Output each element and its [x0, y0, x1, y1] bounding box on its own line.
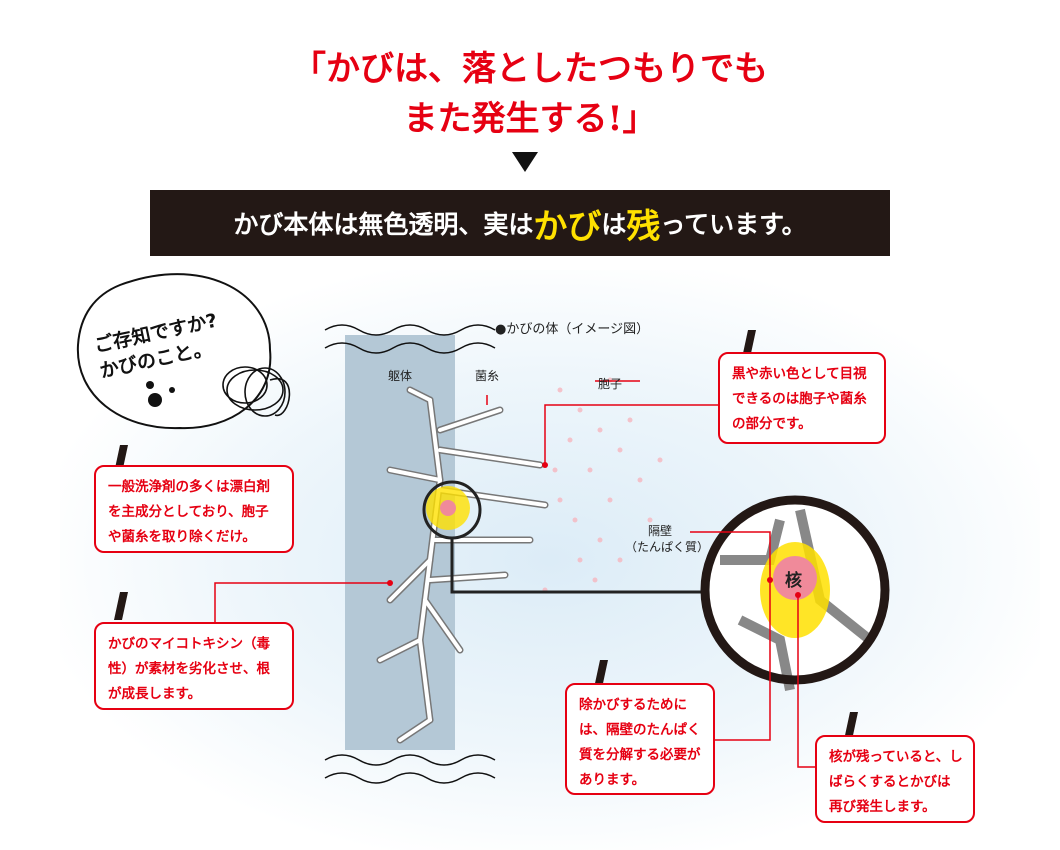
wall-edge [324, 772, 496, 784]
note-visible: 黒や赤い色として目視できるのは胞子や菌糸の部分です。 [718, 352, 886, 444]
banner-text: かび本体は無色透明、実は [233, 210, 534, 239]
down-triangle-icon [512, 152, 538, 172]
banner-text: っています。 [660, 210, 807, 239]
banner-highlight: かび [533, 206, 602, 247]
note-septum: 除かびするためには、隔壁のたんぱく質を分解する必要があります。 [565, 683, 715, 795]
wall-edge [324, 754, 496, 766]
speech-bubble [76, 273, 272, 430]
note-text: 黒や赤い色として目視できるのは胞子や菌糸の部分です。 [732, 366, 867, 432]
note-text: 一般洗浄剤の多くは漂白剤を主成分としており、胞子や菌糸を取り除くだけ。 [108, 479, 270, 545]
leader-dots [387, 462, 801, 598]
magnify-large [700, 495, 890, 685]
note-text: 除かびするためには、隔壁のたんぱく質を分解する必要があります。 [579, 697, 701, 788]
wall-edge [324, 342, 496, 354]
note-mycotoxin: かびのマイコトキシン（毒性）が素材を劣化させ、根が成長します。 [94, 622, 294, 710]
leader-lines [214, 380, 820, 768]
spore-label: 胞子 [598, 377, 623, 391]
wall-edge [324, 324, 496, 336]
headline-line-1: 「かびは、落としたつもりでも [292, 49, 768, 89]
banner-text: は [601, 210, 627, 239]
nucleus [773, 556, 817, 600]
septum-label: 隔壁 [648, 524, 673, 538]
headline-line-2: また発生する!」 [403, 99, 657, 139]
banner: かび本体は無色透明、実は かび は 残 っています。 [150, 190, 890, 256]
nucleus-small [440, 500, 456, 516]
hyphae-label: 菌糸 [475, 369, 500, 383]
nucleus-label: 核 [785, 571, 802, 591]
spot-icon [146, 381, 154, 389]
magnify-connector [450, 538, 715, 594]
spot-icon [148, 393, 162, 407]
note-text: かびのマイコトキシン（毒性）が素材を劣化させ、根が成長します。 [108, 636, 270, 702]
diagram-title: ●かびの体（イメージ図） [495, 322, 650, 337]
spot-icon [169, 387, 175, 393]
septum-sub-label: （たんぱく質） [625, 540, 710, 554]
scribble-icon [222, 366, 291, 417]
note-detergent: 一般洗浄剤の多くは漂白剤を主成分としており、胞子や菌糸を取り除くだけ。 [94, 465, 294, 553]
note-nucleus: 核が残っていると、しばらくするとかびは再び発生します。 [815, 735, 975, 823]
note-text: 核が残っていると、しばらくするとかびは再び発生します。 [829, 749, 963, 815]
banner-highlight: 残 [626, 206, 661, 247]
body-label: 躯体 [388, 369, 413, 383]
spores [542, 377, 663, 593]
